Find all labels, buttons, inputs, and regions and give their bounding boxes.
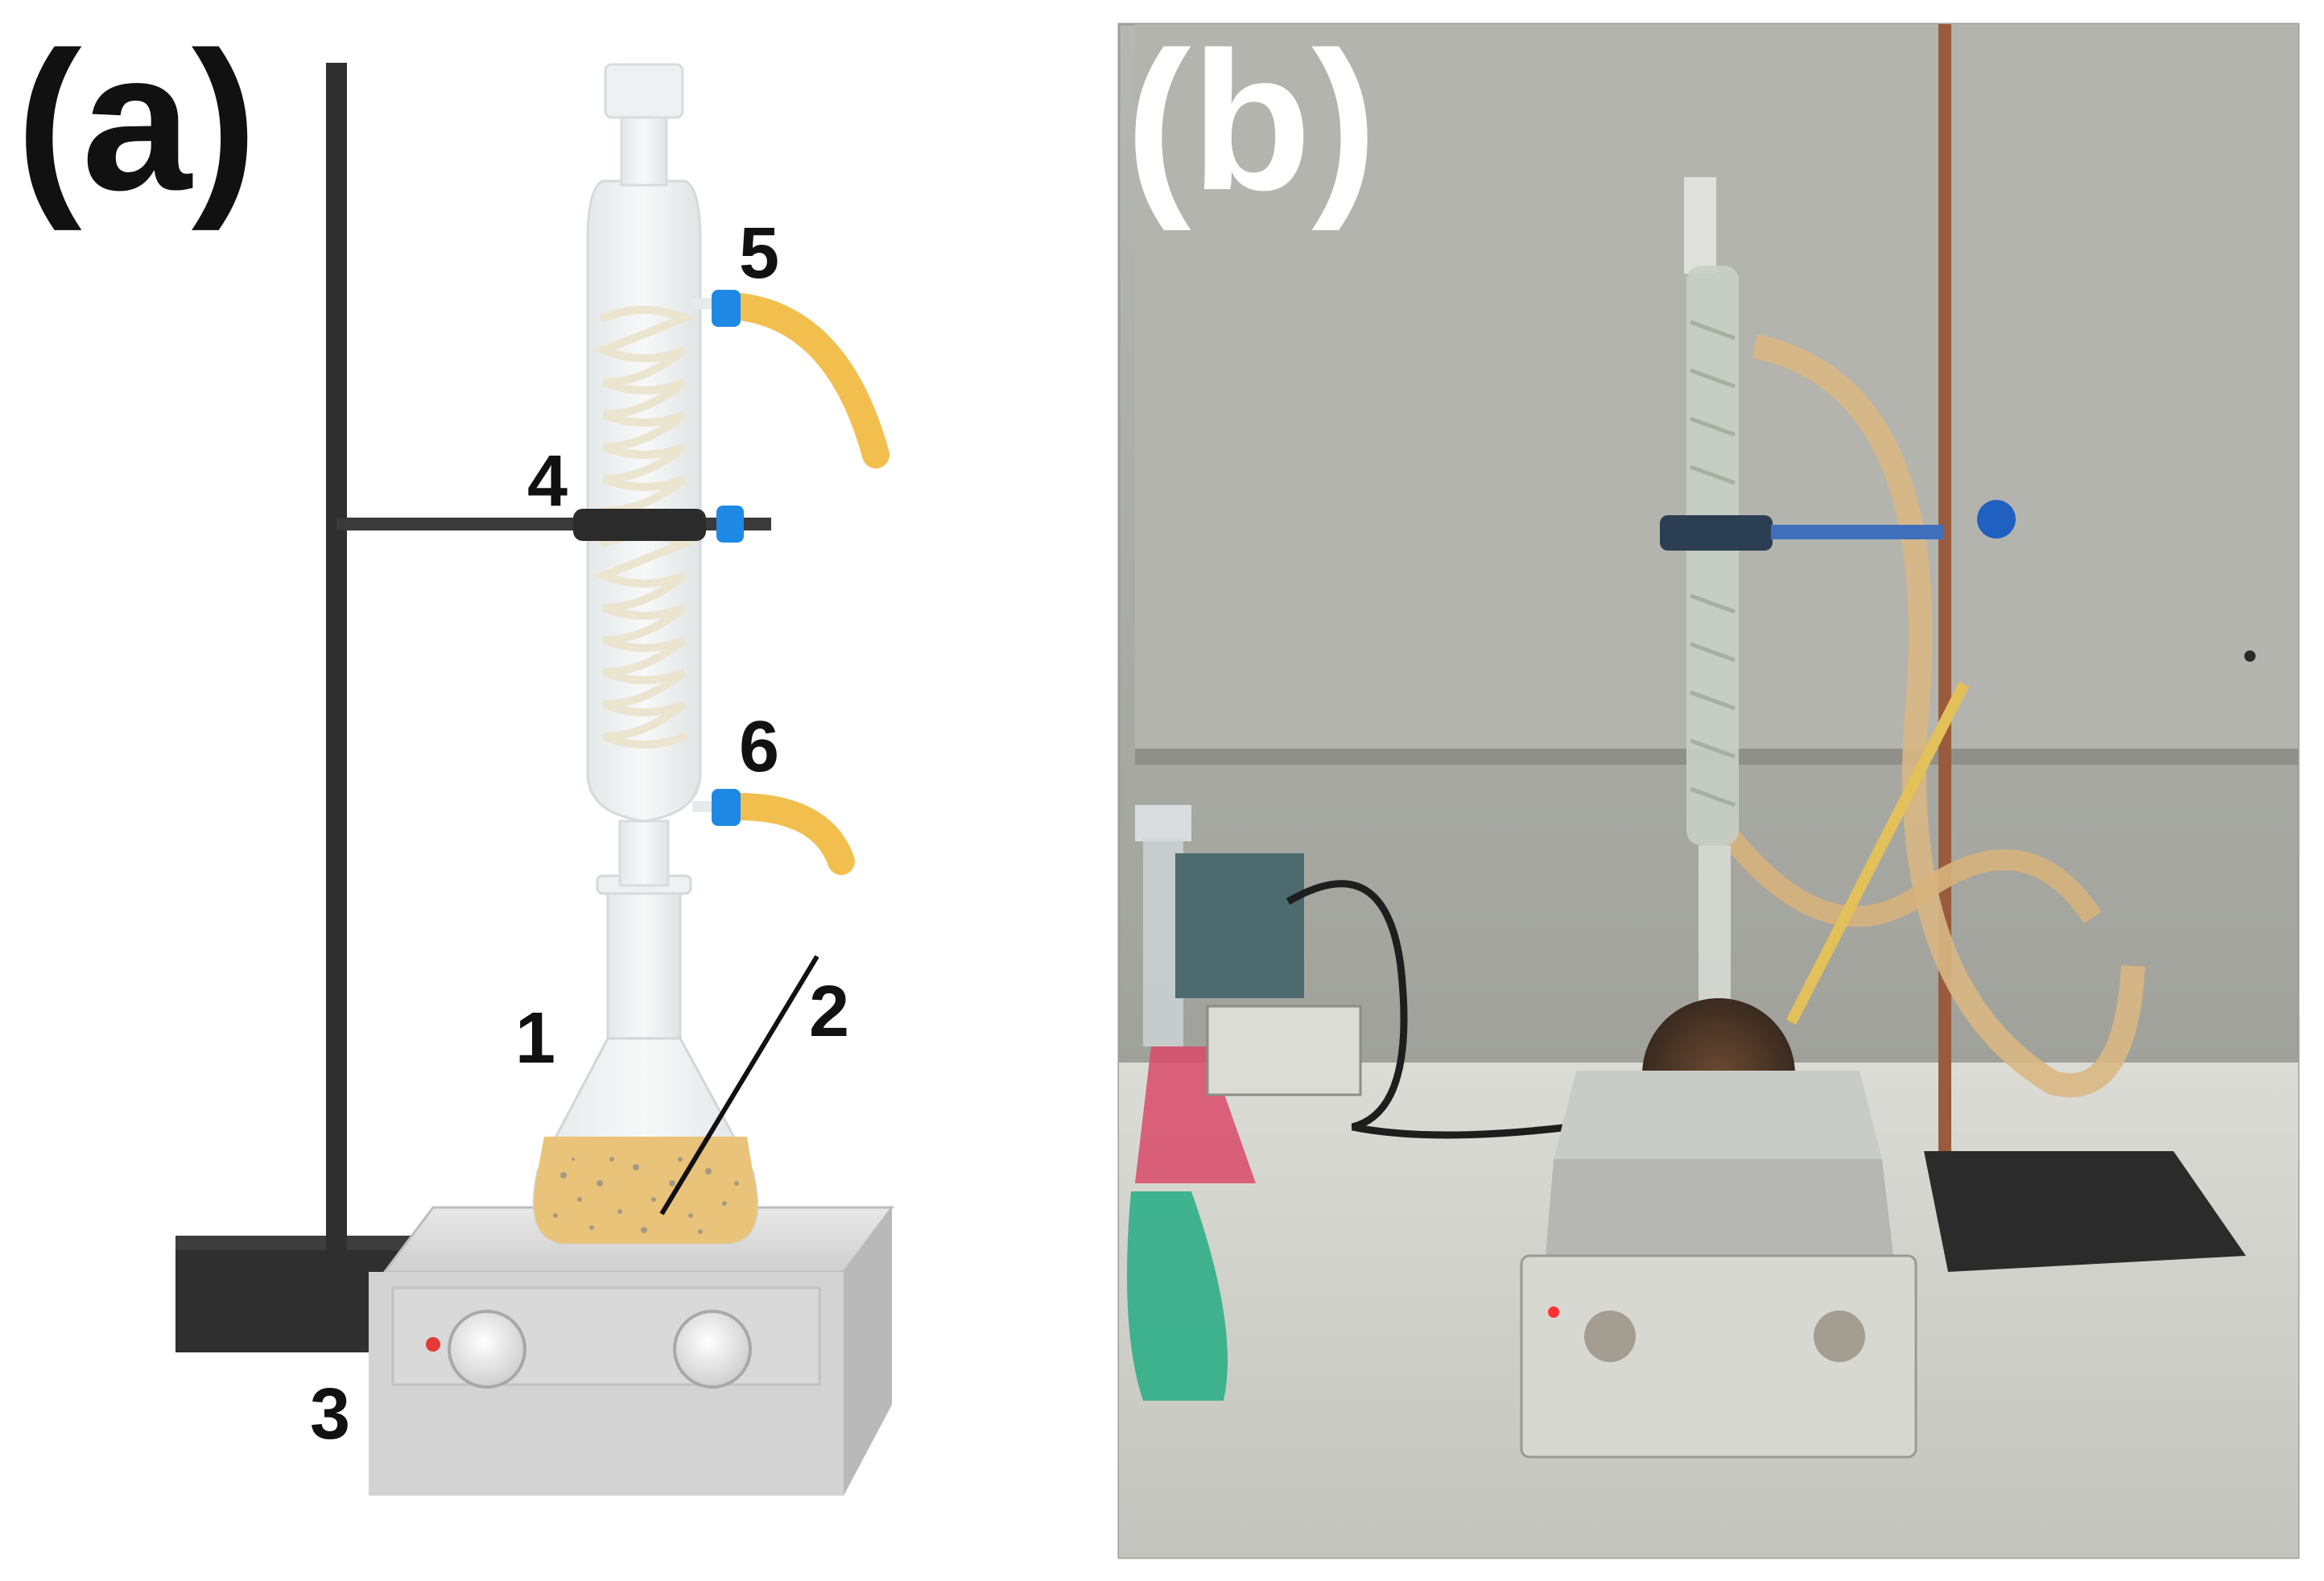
stand-rod bbox=[326, 63, 347, 1266]
photo-clamp-jaw bbox=[1660, 515, 1773, 551]
black-cable bbox=[1286, 880, 1571, 1139]
label-2: 2 bbox=[809, 972, 849, 1052]
background-device-2 bbox=[1206, 1005, 1362, 1096]
knob-right bbox=[673, 1310, 752, 1389]
photo-foil-top bbox=[1554, 1071, 1882, 1159]
photo-condenser-body bbox=[1686, 266, 1739, 845]
clamp-screw-cap bbox=[716, 506, 744, 543]
panel-b: 250ml bbox=[1117, 23, 2300, 1559]
photo-plate-knob-left bbox=[1584, 1311, 1636, 1362]
photo-hose-2 bbox=[1722, 830, 2102, 927]
panel-a-label: (a) bbox=[16, 10, 257, 231]
mixture-leader-line bbox=[659, 955, 819, 1216]
condenser-top-joint bbox=[604, 63, 684, 119]
bottle-cap bbox=[1135, 805, 1191, 841]
inlet-stopper bbox=[712, 789, 741, 826]
photo-plate-led bbox=[1548, 1306, 1559, 1318]
photo-plate-knob-right bbox=[1814, 1311, 1865, 1362]
photo-condenser bbox=[1684, 177, 1739, 1006]
mixture-particles bbox=[553, 1157, 739, 1234]
photo-stand-base bbox=[1924, 1151, 2246, 1272]
green-flask bbox=[1127, 1191, 1228, 1401]
coil-condenser bbox=[586, 63, 724, 887]
knob-left bbox=[448, 1310, 526, 1389]
red-flask bbox=[1135, 1046, 1256, 1183]
mixture-liquid bbox=[534, 1137, 757, 1244]
flask bbox=[532, 874, 759, 1245]
flask-neck bbox=[606, 884, 682, 1048]
clamp bbox=[573, 506, 744, 543]
photo-clamp-knob bbox=[1977, 500, 2016, 539]
condenser-coil bbox=[592, 306, 696, 749]
photo-flask-neck bbox=[1699, 845, 1731, 1006]
water-hoses bbox=[712, 290, 890, 875]
label-3: 3 bbox=[310, 1374, 350, 1455]
stand-base-top bbox=[175, 1236, 441, 1250]
outlet-stopper bbox=[712, 290, 741, 327]
photo-hot-plate bbox=[1520, 1071, 1917, 1459]
photo-clamp bbox=[1660, 500, 2016, 551]
label-4: 4 bbox=[527, 441, 568, 522]
outlet-hose bbox=[719, 292, 890, 469]
hot-plate bbox=[369, 1206, 894, 1496]
label-6: 6 bbox=[739, 707, 779, 787]
wall-screw bbox=[2244, 650, 2256, 662]
inlet-hose bbox=[719, 792, 855, 875]
hot-plate-side bbox=[844, 1207, 892, 1496]
photo-foil-front bbox=[1546, 1159, 1893, 1256]
photo-plate-body bbox=[1520, 1254, 1917, 1459]
condenser-top-tube bbox=[620, 111, 668, 187]
photo-condenser-coil bbox=[1690, 320, 1736, 807]
photo-condenser-top bbox=[1684, 177, 1716, 274]
condenser-adapter bbox=[618, 819, 670, 887]
photo-stand-rod bbox=[1938, 24, 1951, 1167]
label-5: 5 bbox=[739, 213, 779, 294]
photo-clamp-arm bbox=[1771, 525, 1944, 539]
power-led bbox=[426, 1337, 440, 1352]
panel-a: (a) bbox=[16, 10, 894, 1496]
clamp-grip bbox=[573, 509, 706, 541]
background-device bbox=[1175, 853, 1304, 998]
label-1: 1 bbox=[515, 998, 555, 1079]
photo-hose-1 bbox=[1752, 334, 2145, 1098]
photo-thermometer bbox=[1785, 681, 1970, 1026]
panel-b-label: (b) bbox=[1125, 10, 1377, 231]
